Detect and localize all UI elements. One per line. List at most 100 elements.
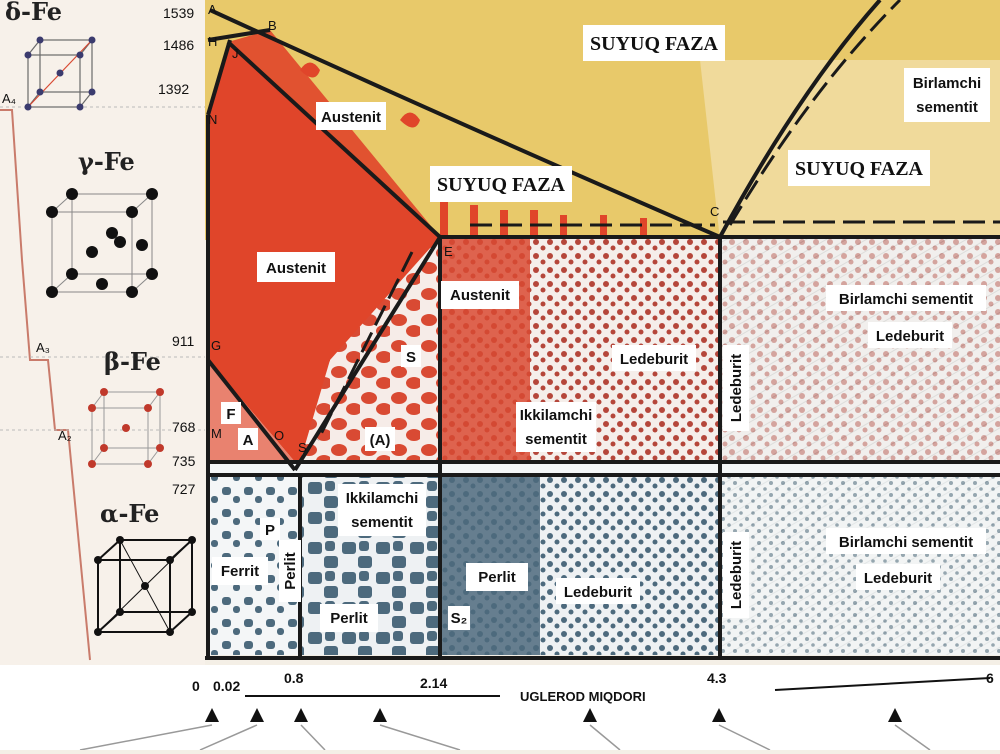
svg-text:Austenit: Austenit [450, 287, 510, 304]
carbon-tick-label: 0 [192, 678, 200, 694]
temperature-label: 1539 [163, 5, 194, 21]
temperature-label: 911 [172, 333, 195, 349]
axis-title: UGLEROD MIQDORI [520, 689, 646, 704]
temperature-label: 1486 [163, 37, 194, 53]
label-secondary-cementite-lower: Ikkilamchi sementit [338, 484, 426, 536]
label-primary-cem-ledeb-lower: Birlamchi sementit Ledeburit [826, 528, 986, 590]
temperature-guides [0, 106, 205, 431]
beta-fe-crystal-icon [88, 388, 164, 468]
austenite-e-region [440, 237, 530, 462]
label-s-small: S [401, 345, 421, 367]
temperature-label: 735 [172, 453, 196, 469]
label-a-paren: (A) [365, 427, 395, 451]
svg-text:Birlamchi sementit: Birlamchi sementit [839, 291, 973, 308]
point-label: M [211, 426, 222, 441]
svg-text:Ledeburit: Ledeburit [728, 354, 745, 422]
axis-leader-lines [79, 724, 931, 751]
iron-form-label: α-Fe [100, 499, 159, 528]
point-label: A₂ [58, 428, 72, 443]
label-austenite-e: Austenit [441, 281, 519, 309]
svg-text:SUYUQ FAZA: SUYUQ FAZA [590, 33, 719, 55]
svg-text:Perlit: Perlit [330, 610, 368, 627]
svg-text:S₂: S₂ [451, 610, 468, 627]
svg-text:P: P [265, 522, 275, 539]
label-ledeburit-vertical-lower: Ledeburit [723, 532, 749, 618]
svg-text:sementit: sementit [525, 431, 587, 448]
label-ledeburit-vertical-upper: Ledeburit [723, 345, 749, 431]
svg-text:Ledeburit: Ledeburit [728, 541, 745, 609]
point-label: G [211, 338, 221, 353]
carbon-tick-label: 2.14 [420, 675, 447, 691]
gamma-fe-crystal-icon [46, 188, 158, 298]
point-label: S [298, 440, 307, 455]
svg-text:Birlamchi sementit: Birlamchi sementit [839, 534, 973, 551]
point-label: E [444, 244, 453, 259]
left-panel [0, 0, 205, 665]
label-perlit-lower: Perlit [320, 604, 378, 632]
point-label: N [208, 112, 217, 127]
label-ferrit: Ferrit [212, 557, 268, 585]
svg-text:sementit: sementit [351, 514, 413, 531]
point-label: A₄ [2, 91, 16, 106]
carbon-tick-label: 0.02 [213, 678, 240, 694]
alpha-fe-crystal-icon [94, 536, 196, 636]
carbon-tick-label: 6 [986, 670, 994, 686]
carbon-tick-label: 0.8 [284, 670, 304, 686]
label-f-small: F [221, 402, 241, 424]
svg-text:Ledeburit: Ledeburit [864, 570, 932, 587]
point-label: B [268, 18, 277, 33]
label-ledeburit-upper: Ledeburit [612, 345, 696, 371]
point-label: J [232, 46, 239, 61]
label-austenite-main: Austenit [257, 252, 335, 282]
iron-form-label: γ-Fe [78, 147, 135, 176]
label-ledeburit-lower: Ledeburit [556, 578, 640, 604]
svg-text:S: S [406, 349, 416, 366]
svg-text:Ledeburit: Ledeburit [876, 328, 944, 345]
temperature-label: 727 [172, 481, 196, 497]
svg-text:SUYUQ FAZA: SUYUQ FAZA [795, 158, 924, 180]
svg-text:Perlit: Perlit [282, 552, 299, 590]
carbon-axis: 0 0.02 0.8 2.14 4.3 6 UGLEROD MIQDORI [192, 670, 994, 704]
label-liquid-right: SUYUQ FAZA [788, 150, 930, 186]
svg-text:Ledeburit: Ledeburit [620, 351, 688, 368]
point-label: O [274, 428, 284, 443]
label-liquid-top: SUYUQ FAZA [583, 25, 725, 61]
point-label: A₃ [36, 340, 50, 355]
point-label: H [208, 34, 217, 49]
svg-text:Austenit: Austenit [321, 109, 381, 126]
svg-text:sementit: sementit [916, 99, 978, 116]
dashed-lines [316, 0, 1000, 441]
svg-text:Birlamchi: Birlamchi [913, 75, 981, 92]
label-perlit-vertical: Perlit [279, 540, 301, 602]
point-label: C [710, 204, 719, 219]
temperature-label: 768 [172, 419, 196, 435]
axis-markers [205, 708, 902, 722]
svg-text:A: A [243, 432, 254, 449]
axis-strip [0, 665, 1000, 750]
svg-text:Austenit: Austenit [266, 260, 326, 277]
svg-text:SUYUQ FAZA: SUYUQ FAZA [437, 174, 566, 196]
point-label: A [208, 2, 217, 17]
svg-text:Ikkilamchi: Ikkilamchi [520, 407, 593, 424]
phase-lines [205, 0, 1000, 660]
label-p-small: P [260, 518, 280, 540]
carbon-tick-label: 4.3 [707, 670, 727, 686]
label-liquid-mid: SUYUQ FAZA [430, 166, 572, 202]
svg-text:(A): (A) [370, 432, 391, 449]
label-secondary-cementite-upper: Ikkilamchi sementit [516, 402, 596, 452]
cooling-curve [0, 109, 91, 661]
svg-text:Ikkilamchi: Ikkilamchi [346, 490, 419, 507]
svg-text:Ferrit: Ferrit [221, 563, 259, 580]
svg-text:F: F [226, 406, 235, 423]
delta-fe-crystal-icon [24, 36, 96, 111]
label-s2: S₂ [448, 606, 470, 630]
label-primary-cementite: Birlamchi sementit [904, 68, 990, 122]
temperature-label: 1392 [158, 81, 189, 97]
label-perlit-e: Perlit [466, 563, 528, 591]
label-a-small: A [238, 428, 258, 450]
iron-form-label: δ-Fe [5, 0, 62, 26]
label-primary-cem-ledeb-upper: Birlamchi sementit Ledeburit [826, 285, 986, 348]
svg-text:Ledeburit: Ledeburit [564, 584, 632, 601]
